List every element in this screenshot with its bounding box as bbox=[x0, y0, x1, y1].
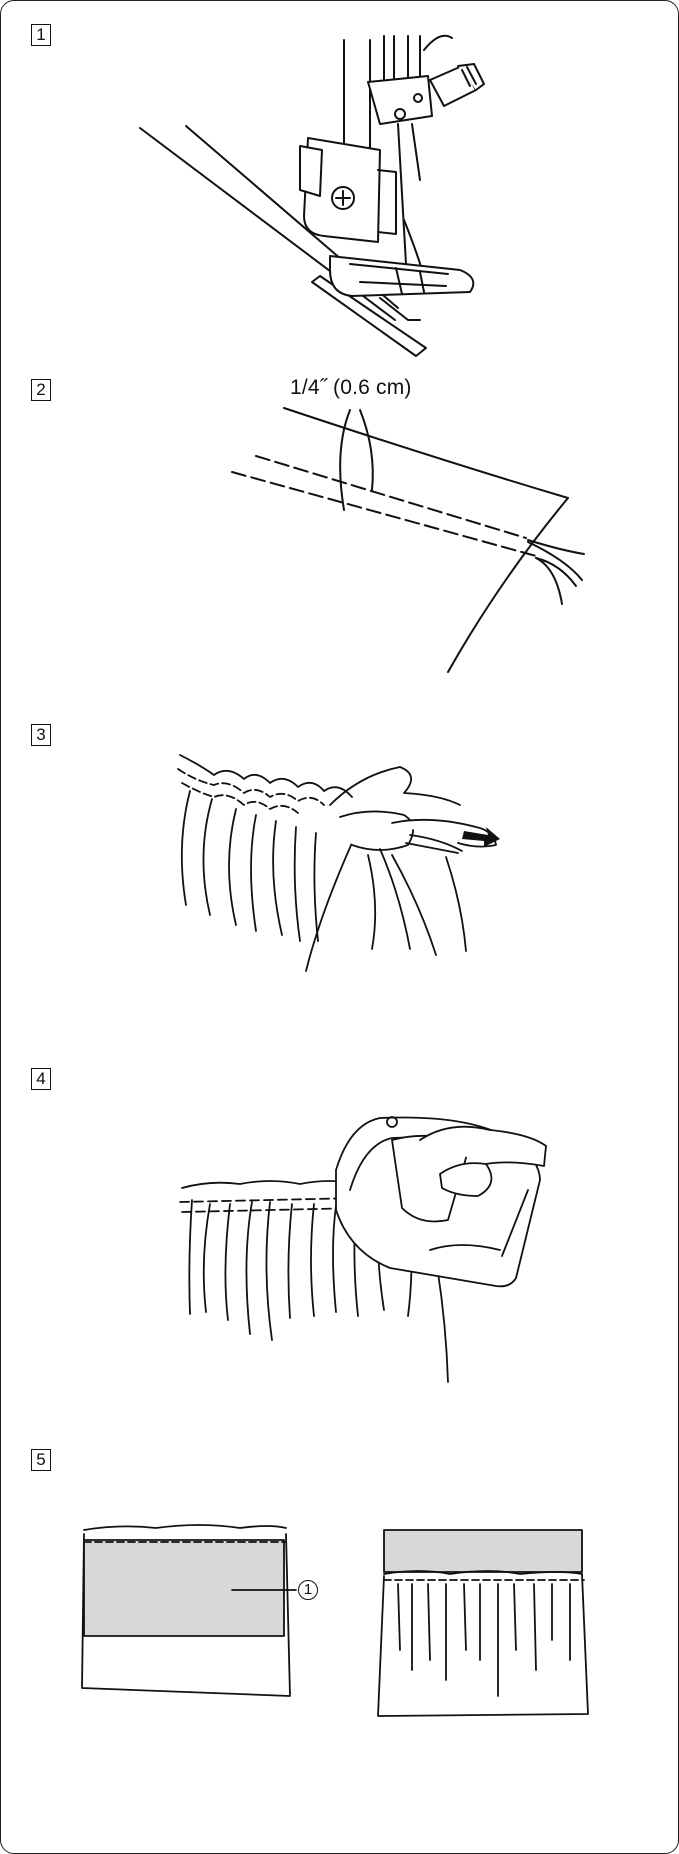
step-4-illustration bbox=[0, 1100, 679, 1400]
step-2-number: 2 bbox=[31, 379, 51, 401]
pulling-threads-illustration bbox=[0, 735, 679, 995]
band-fabric-right bbox=[384, 1530, 582, 1572]
gathered-edge bbox=[180, 755, 352, 797]
stitch-lines-illustration bbox=[0, 400, 679, 690]
right-panel bbox=[378, 1530, 588, 1716]
step-3-illustration bbox=[0, 735, 679, 995]
gathered-top-left bbox=[84, 1525, 286, 1530]
step-5-number: 5 bbox=[31, 1449, 51, 1471]
attached-ruffle-illustration bbox=[0, 1500, 679, 1730]
ironing-illustration bbox=[0, 1100, 679, 1400]
left-panel bbox=[82, 1525, 296, 1696]
gathered-top bbox=[182, 1181, 356, 1188]
step-4-number: 4 bbox=[31, 1068, 51, 1090]
fabric-edge bbox=[306, 843, 352, 971]
band-fabric bbox=[84, 1540, 284, 1636]
pulled-thread bbox=[380, 849, 410, 949]
basting-stitch-lower bbox=[232, 472, 536, 556]
fabric-top-edge bbox=[284, 408, 568, 498]
fabric-side-edge bbox=[448, 498, 568, 672]
step-2-illustration bbox=[0, 400, 679, 690]
callout-1-band: 1 bbox=[298, 1580, 318, 1600]
basting-stitch-upper bbox=[256, 456, 526, 538]
presser-foot-sewing-illustration bbox=[0, 20, 679, 370]
step-5-illustration bbox=[0, 1500, 679, 1730]
measurement-label: 1/4˝ (0.6 cm) bbox=[290, 376, 412, 400]
step-1-illustration bbox=[0, 20, 679, 370]
needle bbox=[398, 124, 406, 264]
